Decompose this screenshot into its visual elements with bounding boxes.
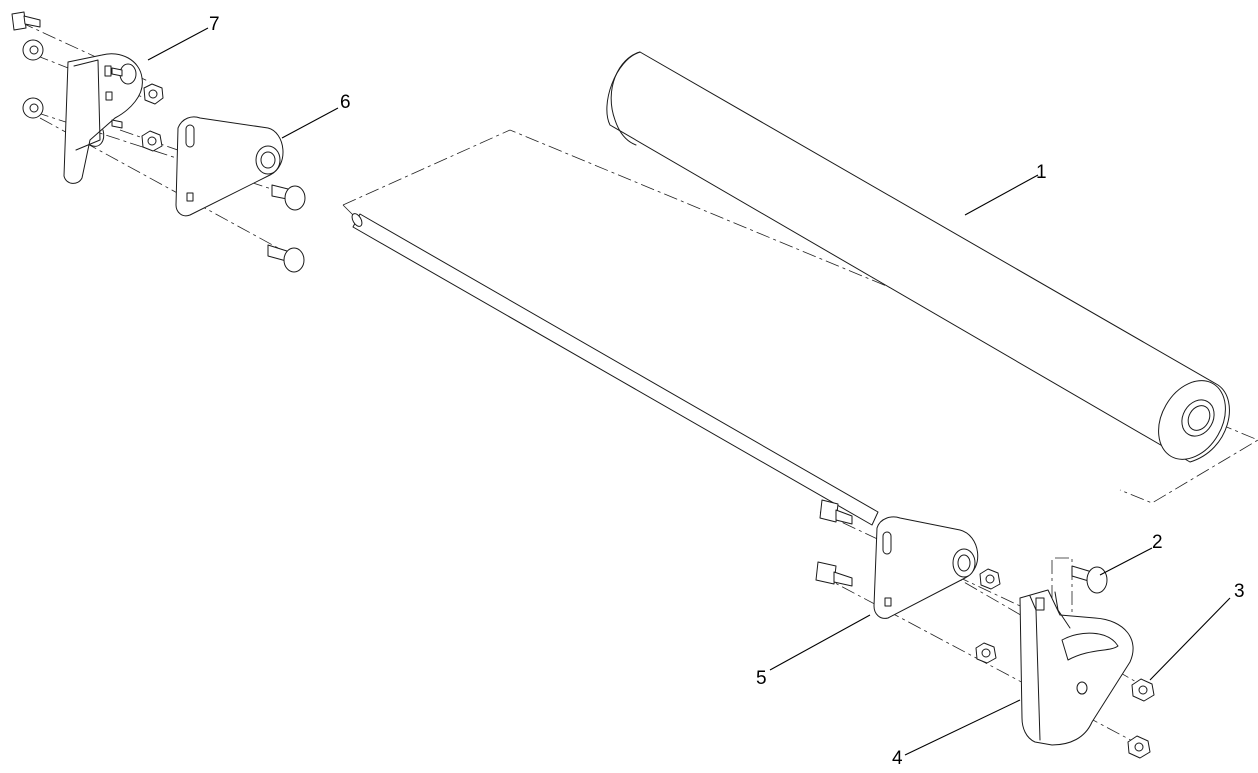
lower-mounting-bracket [1019,589,1134,746]
callout-5: 5 [756,668,767,689]
leader-4 [904,699,1021,756]
leader-3 [1149,597,1231,681]
upper-mounting-bracket [63,53,143,184]
upper-bearing-plate [175,116,284,217]
callout-1: 1 [1036,162,1047,183]
callout-labels: 1 2 3 4 5 6 7 [209,14,1245,769]
upper-carriage-bolts [11,11,306,273]
callout-2: 2 [1152,532,1163,553]
roller [606,51,1230,463]
leader-7 [147,27,209,61]
lower-bearing-plate [873,516,979,619]
callout-3: 3 [1234,581,1245,602]
leader-1 [964,174,1039,216]
upper-flange-nuts [22,39,164,152]
callout-4: 4 [892,748,903,769]
leader-5 [769,614,871,671]
leader-6 [281,107,339,139]
lower-flange-nuts [975,568,1155,759]
callout-7: 7 [209,14,220,35]
shaft [351,213,879,526]
leader-2 [1099,547,1153,576]
callout-leaders [147,27,1231,756]
callout-6: 6 [340,92,351,113]
